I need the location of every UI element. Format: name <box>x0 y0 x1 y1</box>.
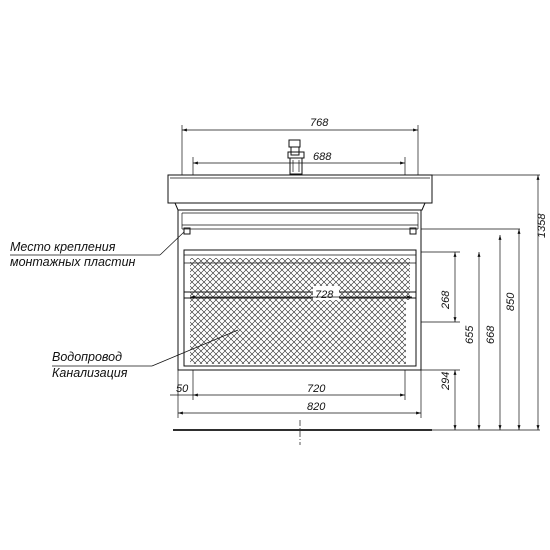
dimension-top-768: 768 <box>181 117 419 175</box>
dim-668-label: 668 <box>485 325 497 344</box>
dim-850-label: 850 <box>505 292 517 311</box>
plumbing-label-line2: Канализация <box>52 366 128 380</box>
dim-688-label: 688 <box>313 151 332 163</box>
dim-268-label: 268 <box>440 290 452 310</box>
dimension-820: 820 <box>178 401 421 415</box>
cabinet-body <box>177 209 422 371</box>
dimension-vertical-set: 268 294 655 668 850 1358 <box>421 174 548 430</box>
mounting-label-line1: Место крепления <box>10 240 116 254</box>
dim-655-label: 655 <box>464 325 476 344</box>
plumbing-callout: Водопровод Канализация <box>52 329 239 380</box>
faucet-icon <box>287 139 305 175</box>
dimension-720: 720 50 <box>170 370 422 418</box>
dim-728-label: 728 <box>315 289 334 301</box>
dim-294-label: 294 <box>440 372 452 391</box>
mounting-callout: Место крепления монтажных пластин <box>10 231 185 269</box>
dimension-728: 728 <box>190 289 412 301</box>
mounting-label-line2: монтажных пластин <box>10 255 136 269</box>
plumbing-label-line1: Водопровод <box>52 350 122 364</box>
dim-50-label: 50 <box>176 383 189 395</box>
dim-768-label: 768 <box>310 117 329 129</box>
dim-720-label: 720 <box>307 383 326 395</box>
basin <box>167 174 433 211</box>
dim-1358-label: 1358 <box>536 213 548 238</box>
floor-line <box>173 420 540 445</box>
dim-820-label: 820 <box>307 401 326 413</box>
